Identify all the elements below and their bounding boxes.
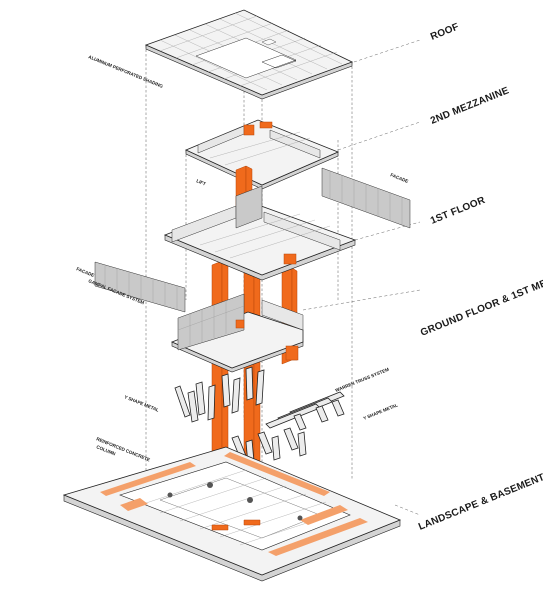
warren-truss-system (265, 391, 345, 431)
level-label-roof: ROOF (429, 21, 461, 42)
annotation-facade-right: FACADE (390, 172, 409, 184)
y-shape-metal-left (174, 366, 265, 423)
second-mezzanine-level (185, 119, 340, 190)
annotation-y-shape-left: Y SHAPE METAL (124, 394, 160, 413)
facade-right-panel (321, 167, 411, 229)
label-leaders (302, 39, 421, 516)
annotation-warren-truss: WARREN TRUSS SYSTEM (335, 367, 390, 393)
level-label-2nd-mezzanine: 2ND MEZZANINE (429, 85, 511, 127)
level-labels: ROOF 2ND MEZZANINE 1ST FLOOR GROUND FLOO… (417, 21, 543, 532)
ground-floor-level (170, 293, 304, 373)
level-label-1st-floor: 1ST FLOOR (429, 195, 487, 227)
annotation-facade-left: FACADE (76, 266, 95, 278)
level-label-ground-floor: GROUND FLOOR & 1ST MEZZANINE (419, 261, 543, 339)
landscape-basement-level (62, 446, 402, 582)
annotation-y-shape-right: Y SHAPE METAL (363, 402, 399, 421)
annotation-aluminum-shading: ALUMINUM PERFORATED SHADING (88, 54, 164, 89)
roof-level (144, 9, 354, 100)
first-floor-level (163, 185, 357, 281)
annotation-lift: LIFT (196, 178, 207, 186)
facade-left-panel (94, 261, 186, 313)
level-label-landscape-basement: LANDSCAPE & BASEMENT (417, 472, 543, 533)
